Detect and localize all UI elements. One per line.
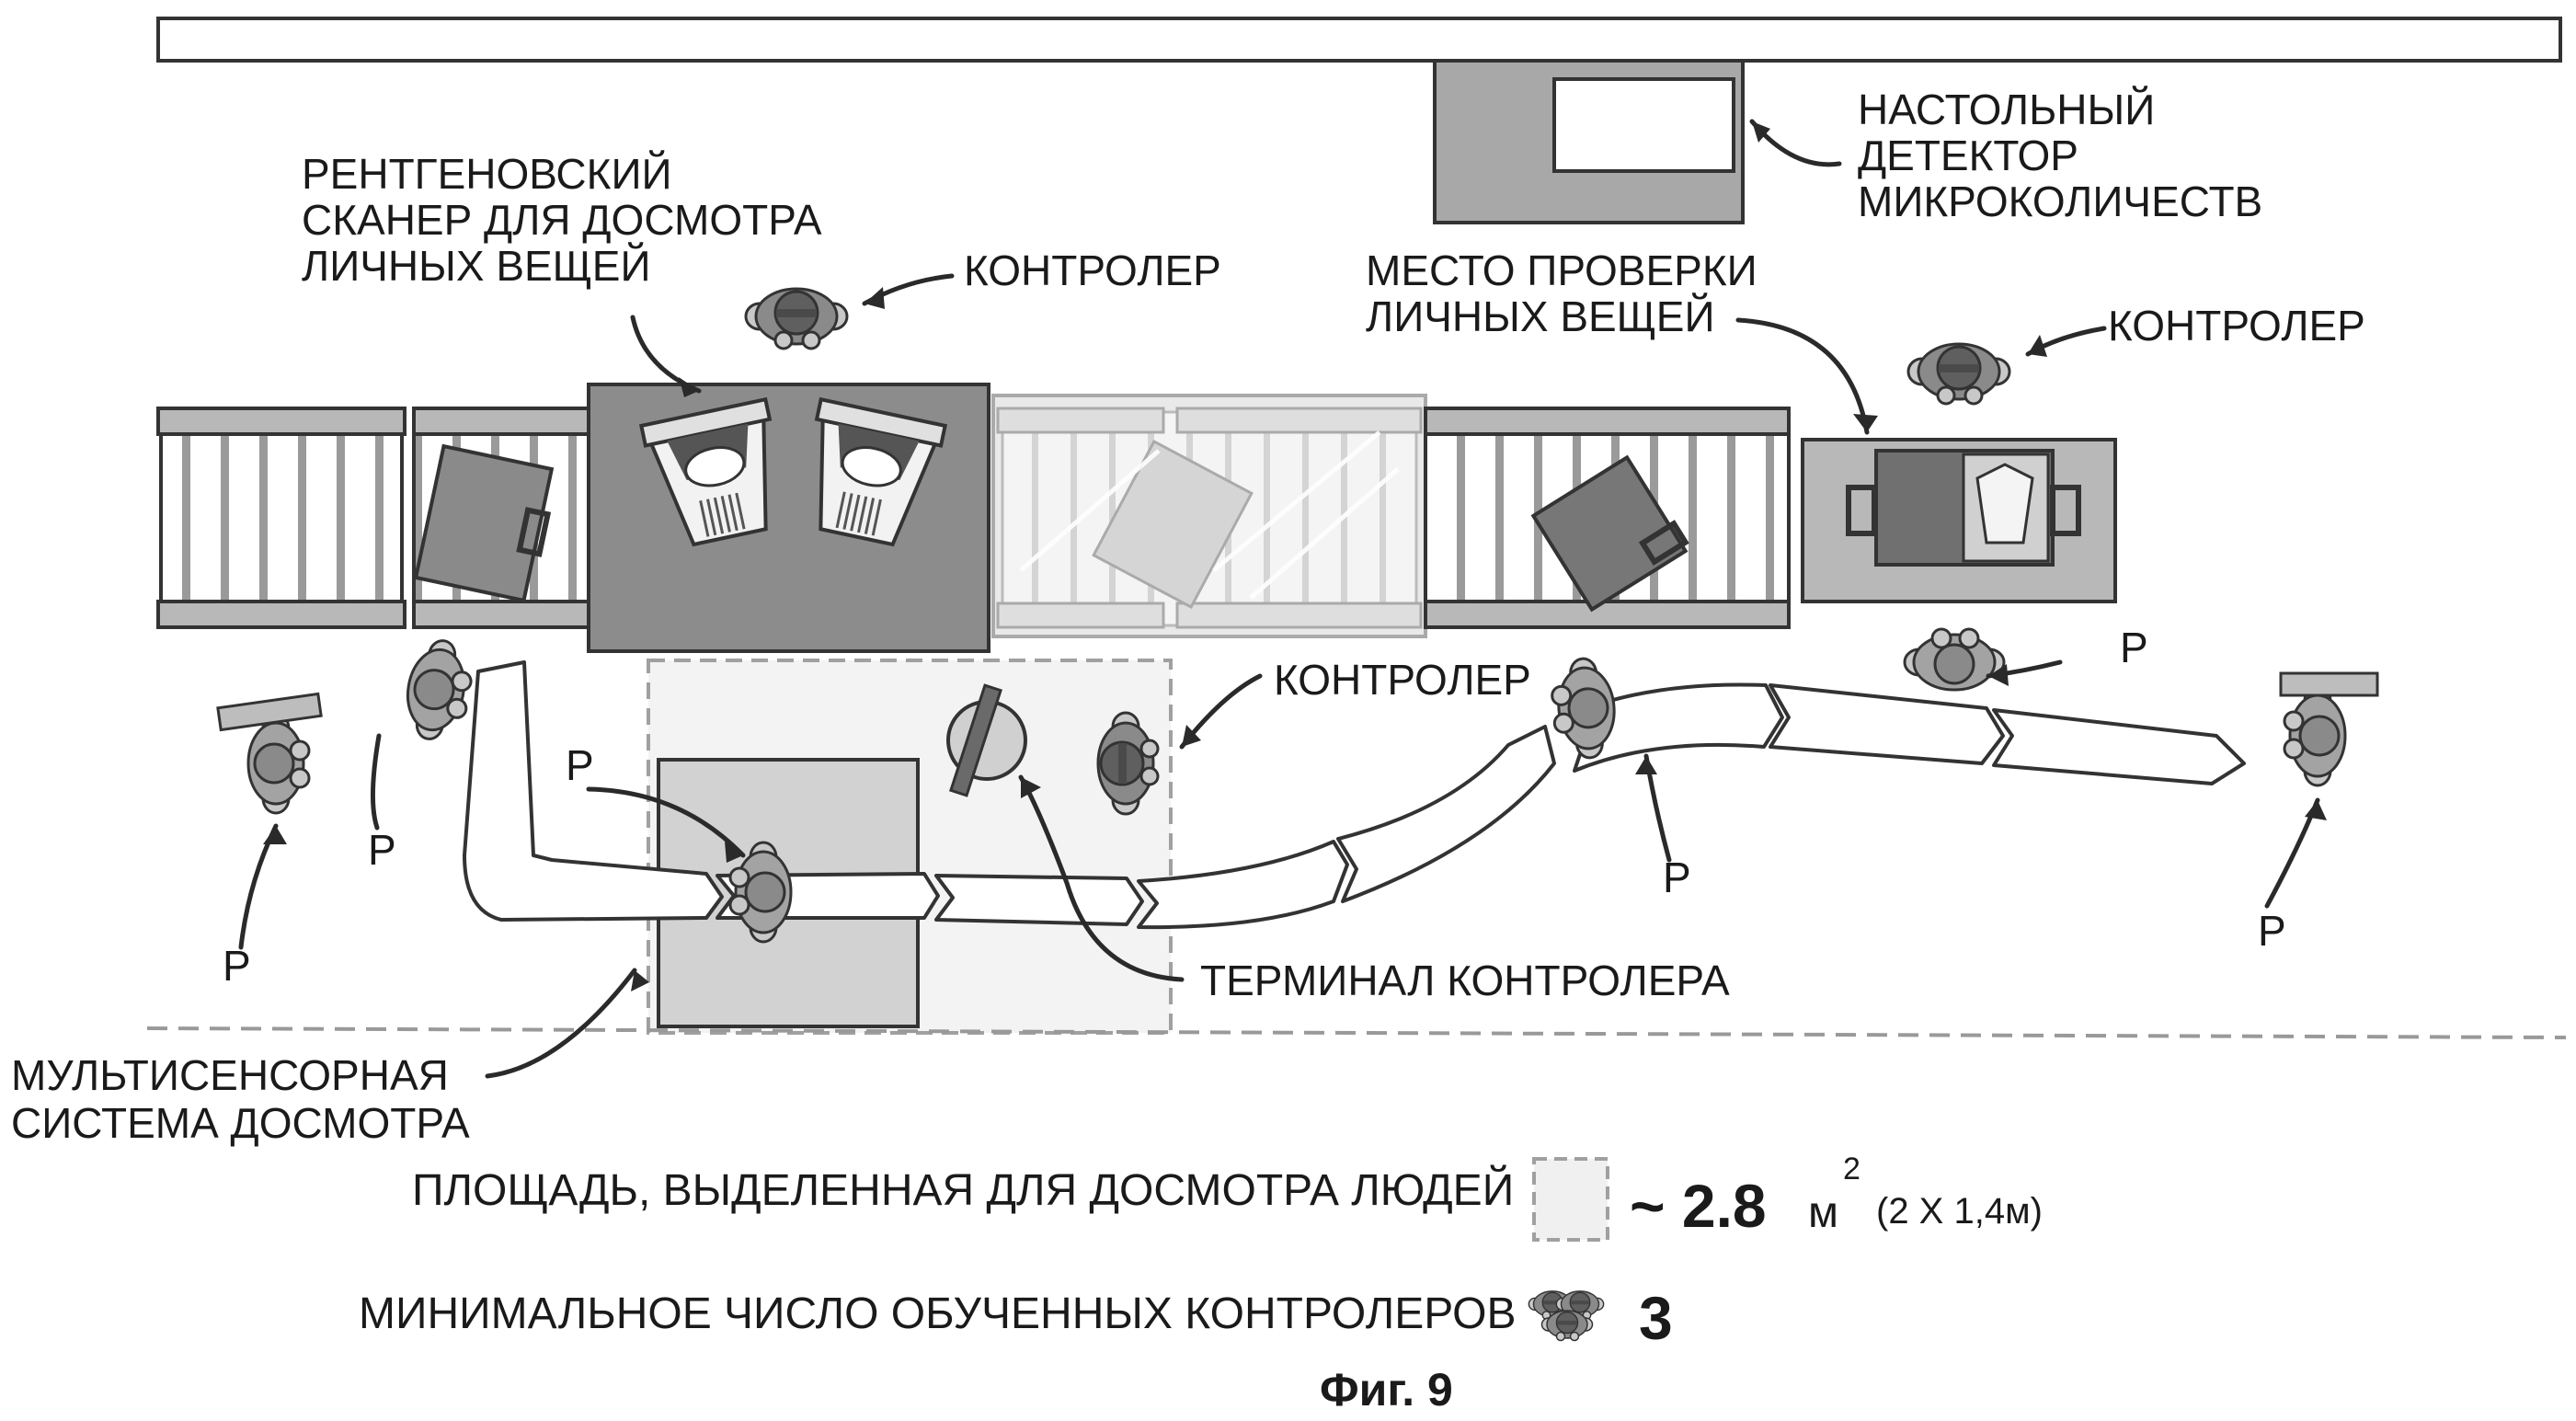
passenger-6-tray [2279, 671, 2379, 697]
area-swatch [1532, 1157, 1609, 1242]
area-value: ~ 2.8 [1630, 1172, 1767, 1240]
controller-label-3: КОНТРОЛЕР [1274, 656, 1531, 704]
passenger-1-tray [216, 692, 323, 732]
passenger-marker: P [1663, 854, 1691, 901]
controller-xray [744, 287, 849, 350]
wall-top [156, 17, 2562, 63]
staff-value: 3 [1639, 1284, 1673, 1352]
operator-terminal-label: ТЕРМИНАЛ КОНТРОЛЕРА [1200, 957, 1730, 1004]
passenger-5 [1903, 627, 2006, 692]
xray-scanner [587, 383, 990, 653]
controller-label-2: КОНТРОЛЕР [2108, 302, 2365, 350]
area-label: ПЛОЩАДЬ, ВЫДЕЛЕННАЯ ДЛЯ ДОСМОТРА ЛЮДЕЙ [412, 1164, 1514, 1215]
trace-detector-label: НАСТОЛЬНЫЙ ДЕТЕКТОР МИКРОКОЛИЧЕСТВ [1858, 86, 2262, 225]
passenger-marker: P [2120, 624, 2148, 671]
passenger-markers: P P P P P P [223, 624, 2286, 990]
area-unit: м [1808, 1188, 1838, 1237]
area-dimensions: (2 X 1,4м) [1876, 1191, 2043, 1232]
trace-detector-table [1433, 59, 1745, 224]
passenger-marker: P [2258, 907, 2286, 955]
area-exponent: 2 [1843, 1152, 1860, 1186]
passenger-marker: P [368, 826, 396, 874]
xray-scanner-label: РЕНТГЕНОВСКИЙ СКАНЕР ДЛЯ ДОСМОТРА ЛИЧНЫХ… [302, 150, 833, 290]
conveyor-exit-xray [991, 394, 1427, 638]
passenger-path [463, 660, 2246, 930]
passenger-1 [246, 712, 311, 815]
controller-inspection [1906, 342, 2011, 406]
controller-label-1: КОНТРОЛЕР [964, 246, 1221, 294]
staff-group-icon [1528, 1290, 1605, 1342]
floor-boundary [146, 1026, 2567, 1039]
leader-arrowheads [263, 121, 2327, 991]
passenger-marker: P [223, 942, 251, 990]
multisensor-system-label: МУЛЬТИСЕНСОРНАЯ СИСТЕМА ДОСМОТРА [11, 1051, 470, 1147]
staff-label: МИНИМАЛЬНОЕ ЧИСЛО ОБУЧЕННЫХ КОНТРОЛЕРОВ [359, 1289, 1517, 1338]
conveyor-feed [412, 407, 590, 629]
inspection-place-label: МЕСТО ПРОВЕРКИ ЛИЧНЫХ ВЕЩЕЙ [1366, 246, 1769, 340]
legend-staff: МИНИМАЛЬНОЕ ЧИСЛО ОБУЧЕННЫХ КОНТРОЛЕРОВ … [359, 1284, 1673, 1352]
passenger-marker: P [566, 741, 594, 789]
conveyor-right [1424, 407, 1791, 629]
bag-inspection-table [1801, 438, 2117, 603]
legend-area: ПЛОЩАДЬ, ВЫДЕЛЕННАЯ ДЛЯ ДОСМОТРА ЛЮДЕЙ ~… [412, 1152, 2043, 1242]
passenger-2 [398, 635, 479, 746]
figure-caption: Фиг. 9 [1320, 1364, 1453, 1415]
passenger-6 [2283, 684, 2347, 787]
conveyor-left [156, 407, 406, 629]
operator-terminal [946, 683, 1027, 797]
